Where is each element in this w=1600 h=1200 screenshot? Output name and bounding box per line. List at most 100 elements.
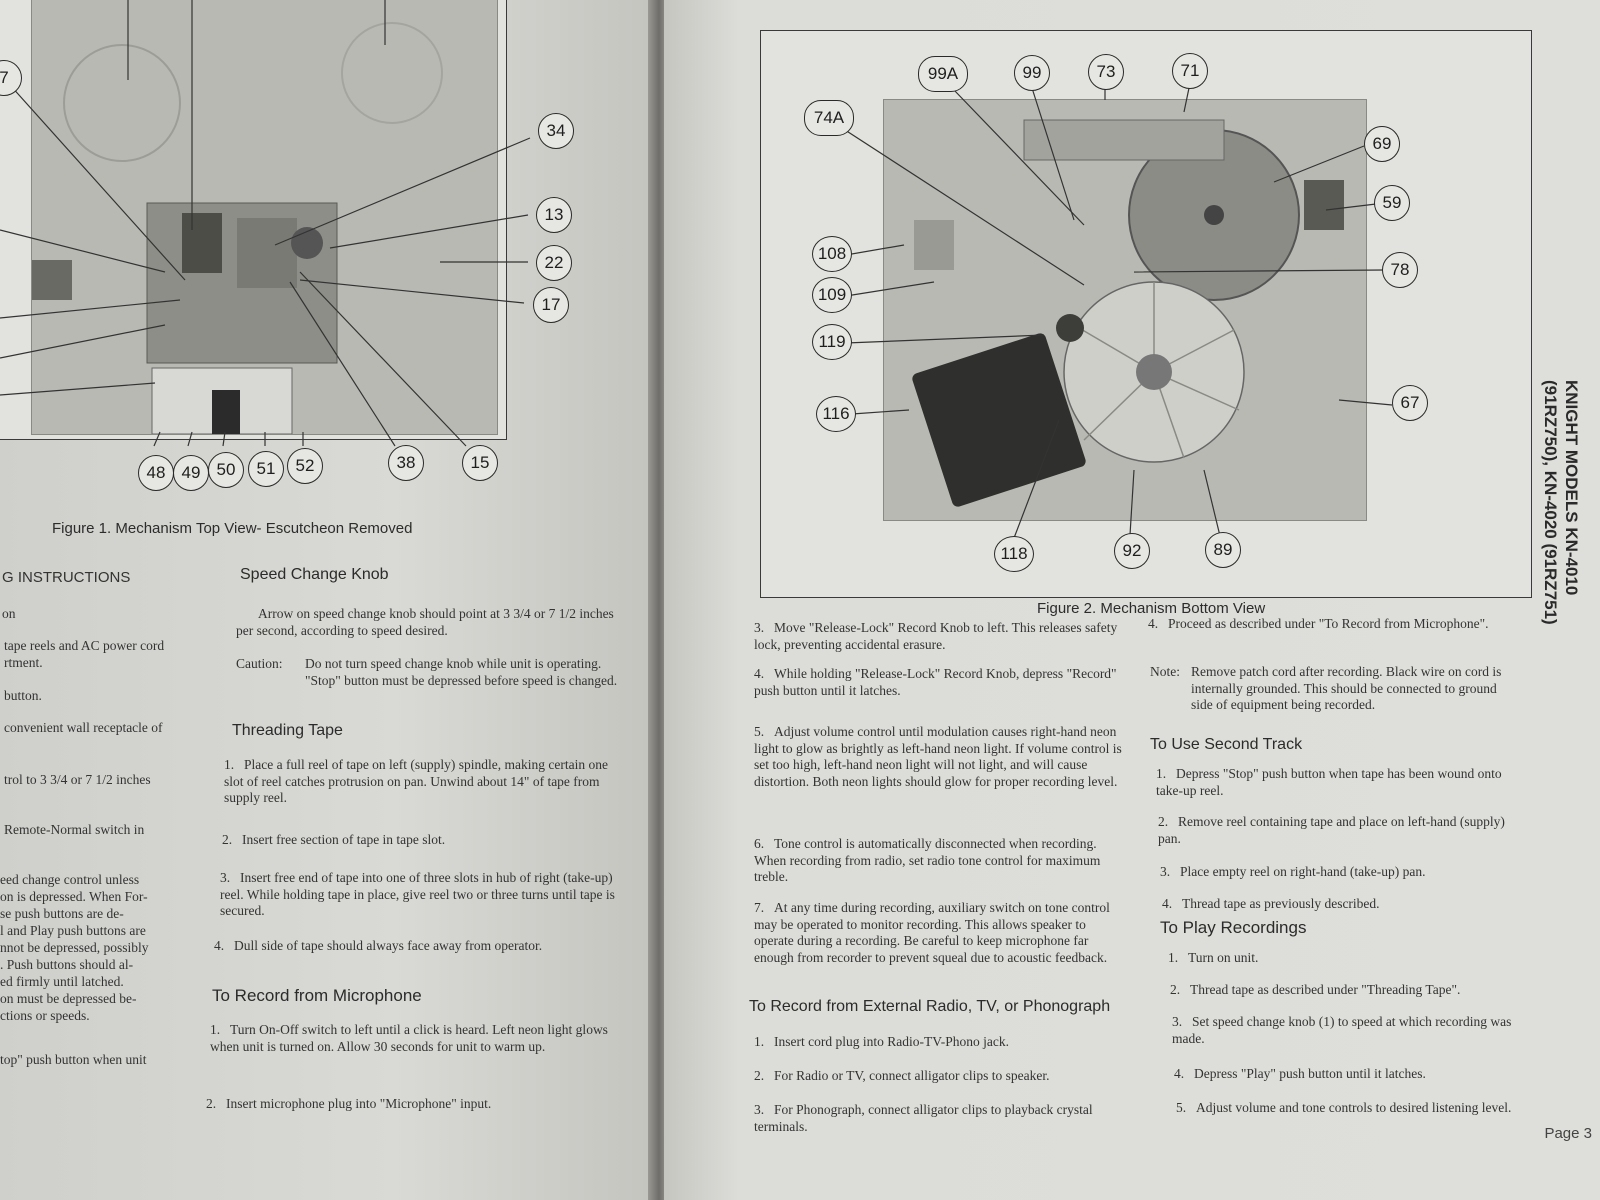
speed-change-heading: Speed Change Knob <box>240 566 389 583</box>
left-col-fragment: trol to 3 3/4 or 7 1/2 inches <box>4 772 151 787</box>
record-step-7: 7.At any time during recording, auxiliar… <box>754 900 1124 966</box>
callout-13: 13 <box>536 197 572 233</box>
callout-109: 109 <box>812 277 852 313</box>
callout-99: 99 <box>1014 55 1050 91</box>
step-text: Dull side of tape should always face awa… <box>234 938 543 953</box>
left-col-fragment: nnot be depressed, possibly <box>0 940 149 955</box>
external-step-1: 1.Insert cord plug into Radio-TV-Phono j… <box>754 1034 1134 1051</box>
step-text: Place empty reel on right-hand (take-up)… <box>1180 864 1426 879</box>
play-step-1: 1. Turn on unit. <box>1168 950 1528 967</box>
step-number: 2. <box>1170 982 1181 997</box>
figure1-frame <box>0 0 507 440</box>
step-text: Turn On-Off switch to left until a click… <box>210 1022 608 1054</box>
step-number: 4. <box>1174 1066 1185 1081</box>
threading-step-3: 3.Insert free end of tape into one of th… <box>220 870 622 920</box>
side-title: KNIGHT MODELS KN-4010 (91RZ750), KN-4020… <box>1540 380 1582 625</box>
left-col-fragment: on must be depressed be- <box>0 991 137 1006</box>
step-text: Move "Release-Lock" Record Knob to left.… <box>754 620 1118 652</box>
speed-change-paragraph: Arrow on speed change knob should point … <box>236 606 614 638</box>
step-text: For Radio or TV, connect alligator clips… <box>774 1068 1050 1083</box>
figure1-mechanism-drawing <box>32 22 443 434</box>
second-track-heading: To Use Second Track <box>1150 736 1303 753</box>
step-number: 2. <box>222 832 233 847</box>
step-text: Insert free end of tape into one of thre… <box>220 870 615 918</box>
play-step-2: 2. Thread tape as described under "Thread… <box>1170 982 1540 999</box>
left-col-fragment: ctions or speeds. <box>0 1008 90 1023</box>
callout-71: 71 <box>1172 53 1208 89</box>
callout-78: 78 <box>1382 252 1418 288</box>
left-col-fragment: on is depressed. When For- <box>0 889 148 904</box>
left-col-fragment: l and Play push buttons are <box>0 923 146 938</box>
step-number: 2. <box>206 1096 217 1111</box>
left-col-fragment: se push buttons are de- <box>0 906 124 921</box>
callout-92: 92 <box>1114 533 1150 569</box>
callout-17: 17 <box>533 287 569 323</box>
step-number: 3. <box>1160 864 1171 879</box>
step-number: 2. <box>1158 814 1169 829</box>
callout-49: 49 <box>173 455 209 491</box>
second-track-step-3: 3. Place empty reel on right-hand (take-u… <box>1160 864 1522 881</box>
callout-69: 69 <box>1364 126 1400 162</box>
callout-22: 22 <box>536 245 572 281</box>
step-number: 5. <box>754 724 765 739</box>
callout-34: 34 <box>538 113 574 149</box>
callout-38: 38 <box>388 445 424 481</box>
step-text: Depress "Stop" push button when tape has… <box>1156 766 1502 798</box>
step-text: Remove reel containing tape and place on… <box>1158 814 1505 846</box>
note-label: Note: <box>1150 664 1180 679</box>
step-text: At any time during recording, auxiliary … <box>754 900 1110 965</box>
step-text: While holding "Release-Lock" Record Knob… <box>754 666 1117 698</box>
step-number: 6. <box>754 836 765 851</box>
step-text: Adjust volume and tone controls to desir… <box>1196 1100 1512 1115</box>
step-number: 4. <box>754 666 765 681</box>
record-step-5: 5.Adjust volume control until modulation… <box>754 724 1124 790</box>
figure2-frame <box>760 30 1532 598</box>
second-track-step-2: 2.Remove reel containing tape and place … <box>1158 814 1520 847</box>
step-text: Set speed change knob (1) to speed at wh… <box>1172 1014 1512 1046</box>
threading-step-2: 2.Insert free section of tape in tape sl… <box>222 832 622 849</box>
step-number: 4. <box>1162 896 1173 911</box>
side-title-line-2: (91RZ750), KN-4020 (91RZ751) <box>1541 380 1560 625</box>
record-microphone-heading: To Record from Microphone <box>212 986 422 1005</box>
figure2-caption: Figure 2. Mechanism Bottom View <box>1037 600 1266 617</box>
left-col-fragment: on <box>2 606 16 621</box>
callout-108: 108 <box>812 236 852 272</box>
left-col-fragment: rtment. <box>4 655 43 670</box>
step-text: Thread tape as described under "Threadin… <box>1190 982 1461 997</box>
callout-74a: 74A <box>804 100 854 136</box>
record-step-4: 4.While holding "Release-Lock" Record Kn… <box>754 666 1124 699</box>
record-step-4b: 4.Proceed as described under "To Record … <box>1148 616 1500 633</box>
callout-52: 52 <box>287 448 323 484</box>
play-step-3: 3.Set speed change knob (1) to speed at … <box>1172 1014 1542 1047</box>
right-page: 99A 99 73 71 74A 69 59 108 78 109 119 11… <box>664 0 1600 1200</box>
step-number: 5. <box>1176 1100 1187 1115</box>
play-recordings-heading: To Play Recordings <box>1160 918 1307 937</box>
second-track-step-4: 4.Thread tape as previously described. <box>1162 896 1524 913</box>
callout-59: 59 <box>1374 185 1410 221</box>
left-col-fragment: G INSTRUCTIONS <box>2 569 131 586</box>
callout-15: 15 <box>462 445 498 481</box>
callout-118: 118 <box>994 536 1034 572</box>
step-text: Insert cord plug into Radio-TV-Phono jac… <box>774 1034 1009 1049</box>
step-number: 1. <box>210 1022 221 1037</box>
callout-51: 51 <box>248 451 284 487</box>
threading-step-4: 4.Dull side of tape should always face a… <box>214 938 616 955</box>
left-col-fragment: top" push button when unit <box>0 1052 147 1067</box>
step-number: 1. <box>1168 950 1179 965</box>
play-step-5: 5. Adjust volume and tone controls to des… <box>1176 1100 1548 1117</box>
callout-50: 50 <box>208 452 244 488</box>
step-text: Proceed as described under "To Record fr… <box>1168 616 1489 631</box>
step-text: Turn on unit. <box>1188 950 1259 965</box>
threading-tape-heading: Threading Tape <box>232 722 343 739</box>
caution-text: Do not turn speed change knob while unit… <box>305 656 618 688</box>
callout-48: 48 <box>138 455 174 491</box>
record-step-6: 6.Tone control is automatically disconne… <box>754 836 1124 886</box>
callout-119: 119 <box>812 324 852 360</box>
callout-116: 116 <box>816 396 856 432</box>
figure2-leader-lines <box>841 87 1393 539</box>
step-number: 3. <box>220 870 231 885</box>
step-text: Place a full reel of tape on left (suppl… <box>224 757 608 805</box>
step-text: Depress "Play" push button until it latc… <box>1194 1066 1426 1081</box>
step-number: 7. <box>754 900 765 915</box>
step-number: 3. <box>1172 1014 1183 1029</box>
